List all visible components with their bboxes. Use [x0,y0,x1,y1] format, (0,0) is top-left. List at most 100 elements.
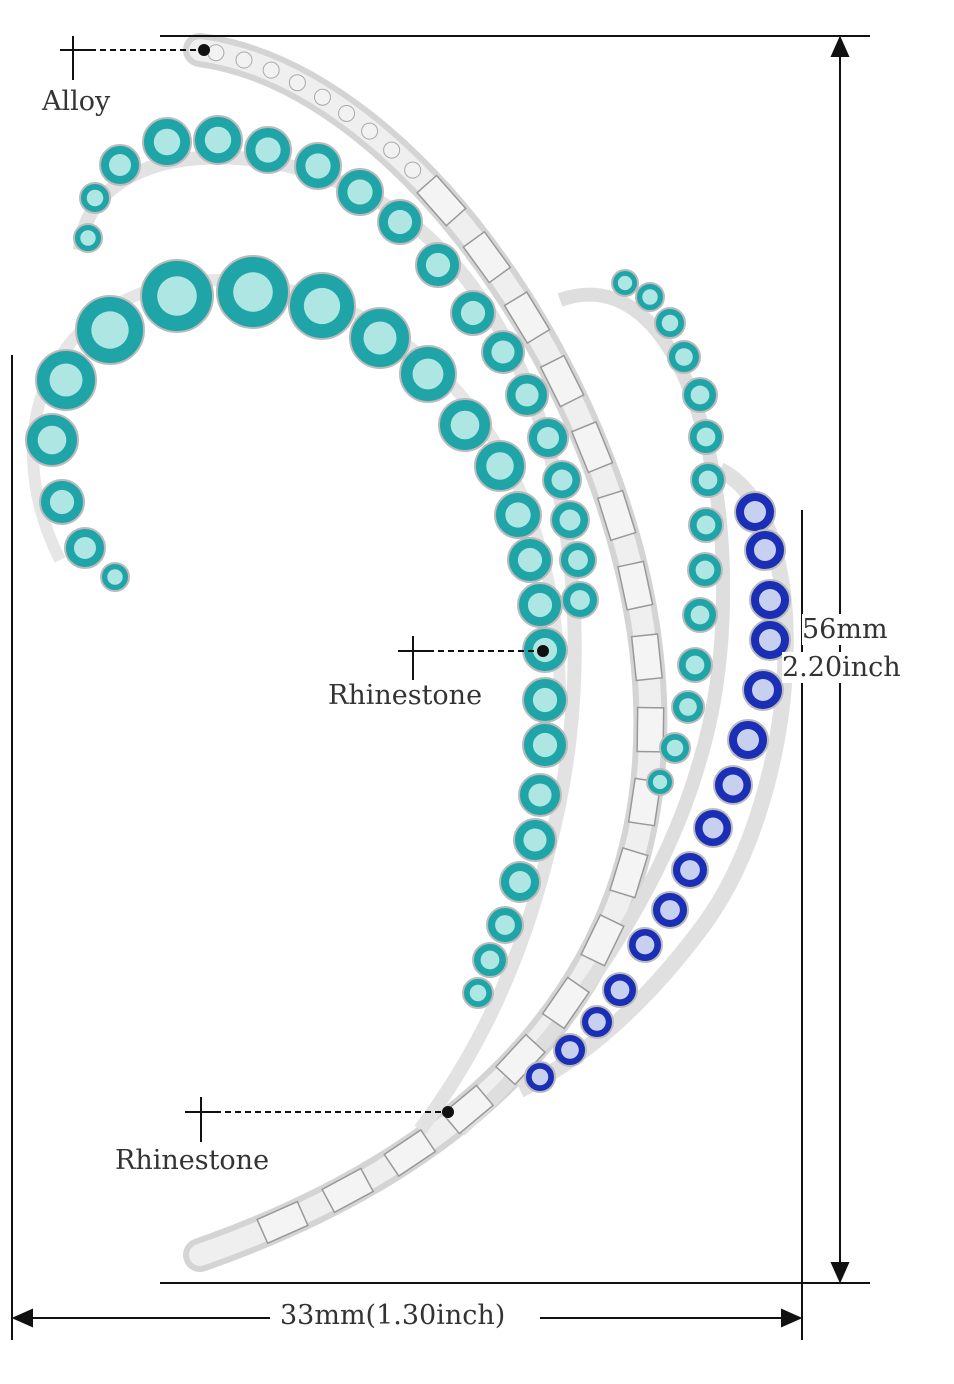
baguette-rhinestones [207,44,665,1245]
width-label: 33mm(1.30inch) [280,1300,506,1331]
rhinestone-gem [507,537,553,583]
alloy-bead [314,88,332,106]
rhinestone-gem [687,552,723,588]
rhinestone-gem [518,773,562,817]
rhinestone-gem [75,295,145,365]
rhinestone-gem [651,891,689,929]
rhinestone-gem [542,460,582,500]
rhinestone-gem [472,942,508,978]
baguette-rhinestone [539,354,585,408]
rhinestone-gem [100,562,130,592]
rhinestone-gem [336,168,384,216]
rhinestone-gem [474,440,526,492]
baguette-rhinestone [630,633,663,682]
rhinestone-gem [244,126,292,174]
rhinestone-label-upper: Rhinestone [328,680,483,711]
rhinestone-gem [64,527,106,569]
rhinestone-gem [462,977,494,1009]
alloy-bead [404,161,422,179]
alloy-bead [262,61,280,79]
rhinestone-gem [654,307,686,339]
baguette-rhinestone [256,1200,309,1245]
rhinestone-gem [450,290,496,336]
rhinestone-gem [677,647,713,683]
rhinestone-gem [517,582,563,628]
alloy-bead [361,122,379,140]
alloy-bead [383,141,401,159]
callout-rhinestone-upper [398,636,549,680]
rhinestone-gem [559,541,597,579]
rhinestone-gem [690,462,726,498]
rhinestone-gem [580,1005,614,1039]
rhinestone-gem [288,272,356,340]
rhinestone-gem [415,242,461,288]
rhinestone-gem [682,377,718,413]
rhinestone-gem [527,417,569,459]
callout-rhinestone-lower [185,1097,454,1142]
baguette-rhinestone [570,420,614,474]
rhinestone-gem [550,500,590,540]
rhinestone-gem [73,223,103,253]
rhinestone-gem [522,722,568,768]
rhinestone-gem [561,581,599,619]
rhinestone-gem [627,927,663,963]
rhinestone-gem [481,330,525,374]
rhinestone-label-lower: Rhinestone [115,1145,270,1176]
rhinestone-gem [749,619,791,661]
rhinestone-gem [99,144,141,186]
rhinestone-gem [734,491,776,533]
rhinestone-gem [216,255,290,329]
rhinestone-gem [499,861,541,903]
alloy-bead [338,104,356,122]
baguette-rhinestone [383,1128,437,1178]
baguette-rhinestone [441,1084,495,1135]
rhinestone-gem [635,282,665,312]
rhinestone-gem [486,906,524,944]
rhinestone-gem [513,818,557,862]
rhinestone-gem [193,115,243,165]
rhinestone-gem [377,199,423,245]
rhinestone-gem [667,340,701,374]
baguette-rhinestone [580,913,625,967]
rhinestone-gem [294,142,342,190]
rhinestone-gem [749,579,791,621]
rhinestone-gem [39,479,85,525]
rhinestone-gem [727,719,769,761]
rhinestone-gem [399,345,457,403]
baguette-rhinestone [541,976,591,1030]
rhinestone-gem [494,491,542,539]
rhinestone-gem [659,732,691,764]
rhinestone-gem [349,307,411,369]
rhinestone-gem [688,419,724,455]
baguette-rhinestone [503,291,551,345]
baguette-rhinestone [462,230,512,284]
alloy-bead [207,44,225,62]
rhinestone-gem [505,373,549,417]
rhinestone-gem [140,259,214,333]
rhinestone-gem [646,768,674,796]
rhinestone-gem [682,597,718,633]
baguette-rhinestone [416,174,467,227]
rhinestone-gem [744,529,786,571]
rhinestone-gem [553,1033,587,1067]
rhinestone-gem [438,398,492,452]
callout-alloy [60,36,210,80]
height-inch-label: 2.20inch [782,652,901,683]
rhinestone-gem [35,349,97,411]
rhinestone-gem [602,972,638,1008]
rhinestone-gem [142,117,192,167]
alloy-bead [235,51,253,69]
rhinestone-gem [671,851,709,889]
baguette-rhinestone [617,560,654,611]
rhinestone-gem [742,669,784,711]
rhinestone-gem [693,808,733,848]
baguette-rhinestone [609,847,649,899]
rhinestone-gem [522,677,568,723]
rhinestone-gem [79,182,111,214]
alloy-label: Alloy [42,86,111,117]
height-mm-label: 56mm [802,614,888,645]
rhinestone-gem [713,765,753,805]
baguette-rhinestone [596,489,637,542]
rhinestone-gem [688,507,724,543]
